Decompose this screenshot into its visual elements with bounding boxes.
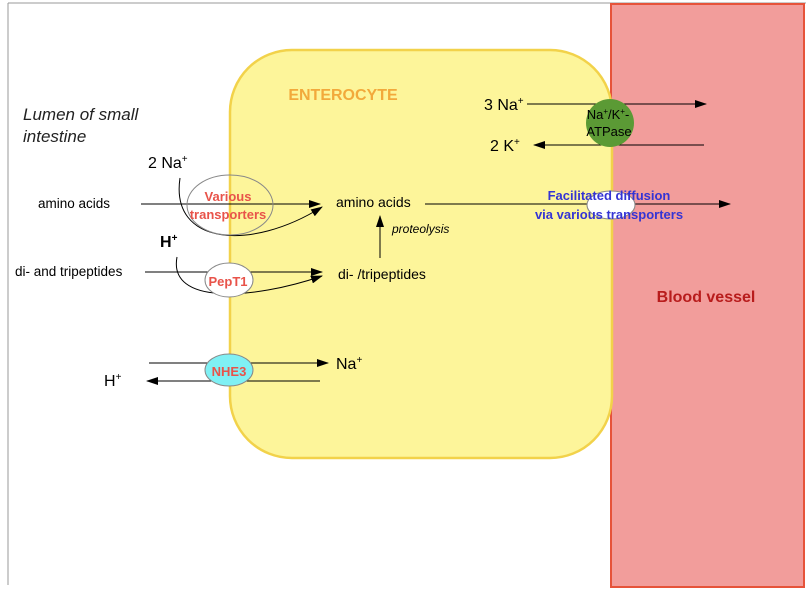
pept1-label: PepT1	[208, 274, 247, 289]
proteolysis-label: proteolysis	[391, 222, 449, 236]
amino-acids-cell-label: amino acids	[336, 194, 411, 210]
lumen-label-line1: Lumen of small	[23, 105, 139, 124]
facilitated-diffusion-label-line1: Facilitated diffusion	[548, 188, 671, 203]
nhe3-oval	[204, 353, 254, 387]
enterocyte-cell	[228, 48, 614, 460]
na-k-atpase-pump	[586, 99, 634, 147]
lumen-label-line2: intestine	[23, 127, 86, 146]
various-transporters-oval	[186, 174, 274, 236]
atpase-label-line2: ATPase	[586, 124, 631, 139]
pept1-oval	[204, 262, 254, 298]
proton-pept1-label: H+	[160, 233, 178, 251]
peptides-lumen-label: di- and tripeptides	[15, 264, 123, 279]
blood-vessel-label: Blood vessel	[657, 289, 756, 306]
various-transporters-label-line1: Various	[205, 189, 252, 204]
sodium-2-label: 2 Na+	[148, 154, 188, 172]
nhe3-sodium-label: Na+	[336, 355, 362, 373]
facilitated-diffusion-label-line2: via various transporters	[535, 207, 683, 222]
potassium-2-label: 2 K+	[490, 137, 520, 155]
facilitated-transporter-oval	[586, 190, 636, 220]
atpase-label-line1: Na+/K+-	[587, 107, 630, 122]
various-transporters-label-line2: transporters	[190, 207, 267, 222]
peptides-cell-label: di- /tripeptides	[338, 266, 426, 282]
nhe3-label: NHE3	[212, 364, 247, 379]
enterocyte-title: ENTEROCYTE	[288, 87, 398, 104]
sodium-3-label: 3 Na+	[484, 96, 524, 114]
nhe3-proton-label: H+	[104, 372, 122, 390]
amino-acids-lumen-label: amino acids	[38, 196, 110, 211]
